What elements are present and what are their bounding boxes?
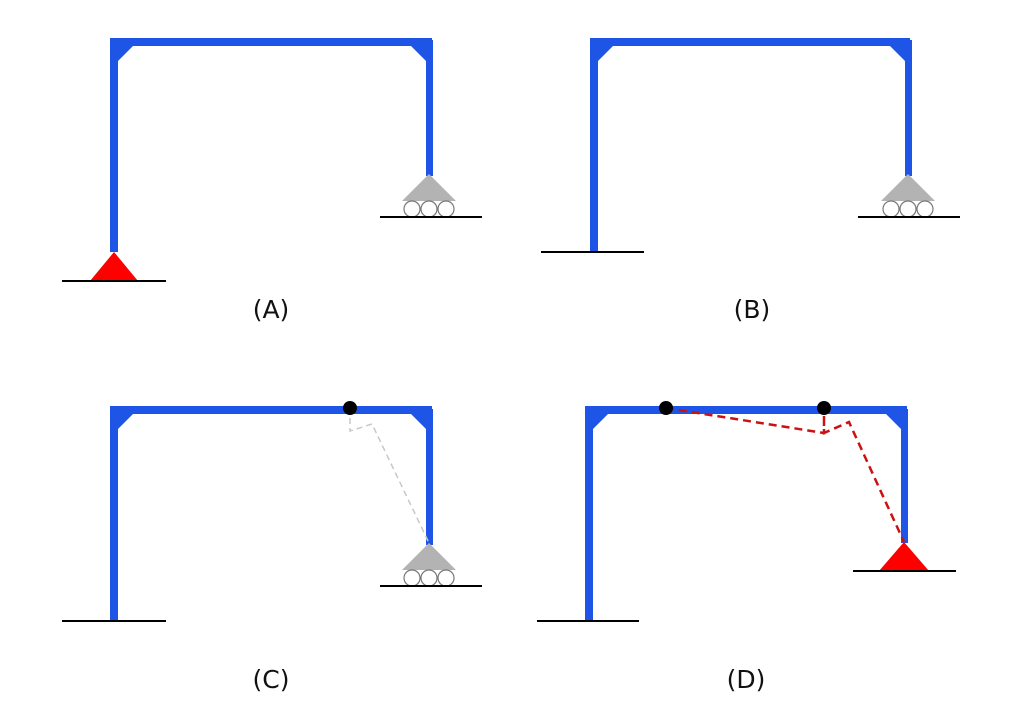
right-corner-haunch	[890, 46, 905, 61]
roller-wheel	[420, 200, 438, 218]
roller-support	[881, 174, 935, 218]
right-corner-haunch	[411, 46, 426, 61]
right-corner-haunch	[886, 414, 901, 429]
left-corner-haunch	[598, 46, 613, 61]
pin-support	[879, 542, 929, 571]
hinge	[343, 401, 357, 415]
pin-support	[90, 252, 138, 281]
left-column	[585, 409, 593, 621]
panel-d: (D)	[537, 401, 956, 694]
roller-support	[402, 543, 456, 587]
right-column	[905, 40, 912, 176]
roller-wheel	[899, 200, 917, 218]
panel-label: (D)	[727, 665, 766, 694]
roller-wheel	[882, 200, 900, 218]
roller-wheel	[437, 200, 455, 218]
mechanism-dashed-line	[665, 406, 906, 543]
frame-b	[590, 38, 912, 252]
mechanism-dashed-line	[349, 408, 430, 544]
right-column	[426, 409, 433, 545]
left-column	[110, 40, 118, 252]
left-column	[110, 409, 118, 621]
panel-a: (A)	[62, 38, 482, 324]
roller-wheel	[420, 569, 438, 587]
beam	[110, 406, 432, 414]
roller-triangle	[402, 543, 456, 570]
right-column	[426, 40, 433, 176]
panel-label: (B)	[734, 295, 771, 324]
panel-b: (B)	[541, 38, 960, 324]
beam	[590, 38, 910, 46]
hinge	[817, 401, 831, 415]
left-column	[590, 40, 598, 252]
roller-triangle	[881, 174, 935, 201]
roller-wheel	[403, 200, 421, 218]
roller-triangle	[402, 174, 456, 201]
panel-c: (C)	[62, 401, 482, 694]
roller-wheel	[916, 200, 934, 218]
beam	[585, 406, 907, 414]
left-corner-haunch	[118, 46, 133, 61]
roller-wheel	[437, 569, 455, 587]
left-corner-haunch	[593, 414, 608, 429]
right-corner-haunch	[411, 414, 426, 429]
frame-c	[110, 406, 433, 621]
hinge	[659, 401, 673, 415]
roller-wheel	[403, 569, 421, 587]
right-column	[901, 409, 908, 543]
panel-label: (A)	[253, 295, 290, 324]
panel-label: (C)	[253, 665, 290, 694]
frame-d	[585, 406, 908, 621]
roller-support	[402, 174, 456, 218]
frame-a	[110, 38, 433, 252]
beam	[110, 38, 432, 46]
left-corner-haunch	[118, 414, 133, 429]
